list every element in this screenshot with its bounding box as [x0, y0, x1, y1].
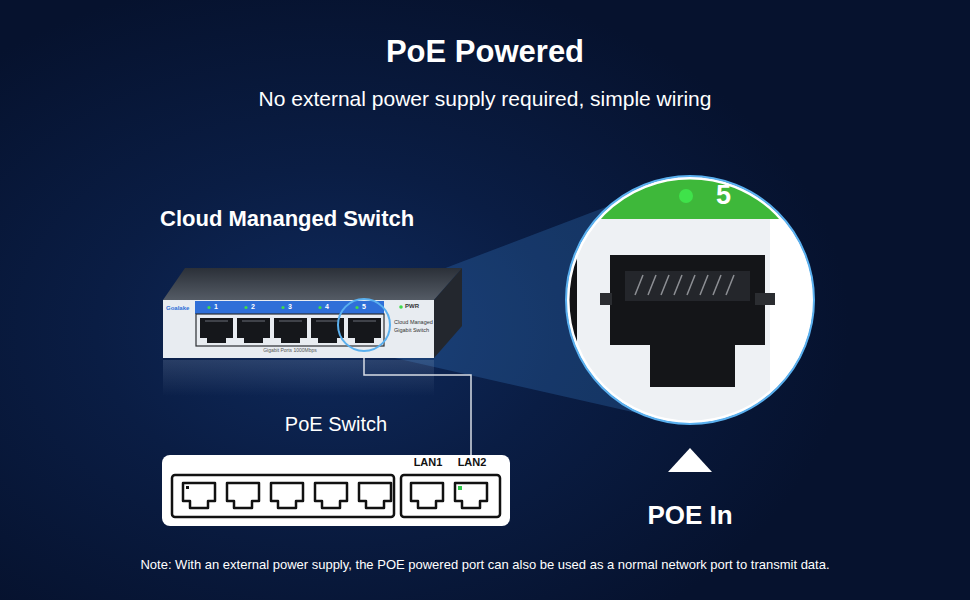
zoom-circle: 5 — [565, 175, 815, 425]
port-number: 3 — [288, 303, 292, 311]
model-label: Gigabit Switch — [394, 327, 429, 333]
port-group — [172, 475, 394, 517]
rj45-port — [315, 483, 347, 508]
rj45-port — [227, 483, 259, 508]
port-inner — [625, 271, 750, 301]
switch-side — [434, 268, 462, 358]
contact-pin — [700, 275, 708, 295]
rj45-port — [455, 483, 487, 508]
port-group — [401, 475, 500, 517]
port-pins — [205, 321, 376, 322]
rj45-port — [359, 483, 391, 508]
brand-label: Goalake — [166, 305, 189, 312]
connector-wire — [364, 358, 471, 455]
switch-label-strip — [195, 301, 384, 314]
switch-top — [163, 268, 462, 300]
rj45-port — [271, 483, 303, 508]
port-name: LAN1 — [414, 456, 443, 468]
model-label: Cloud Managed — [394, 319, 433, 325]
rj45-port — [183, 483, 215, 508]
status-leds — [207, 305, 402, 309]
zoom-ring — [568, 178, 812, 422]
contact-pin — [687, 275, 695, 295]
contact-pin — [661, 275, 669, 295]
switch-heading: PoE Switch — [285, 413, 387, 436]
zoom-content — [565, 175, 815, 425]
callout-label: POE In — [647, 501, 732, 530]
pointer-triangle — [668, 448, 712, 472]
switch-ports — [200, 318, 381, 343]
port-number: 4 — [325, 303, 329, 311]
port-led — [186, 486, 189, 489]
port-latch — [600, 293, 612, 305]
contact-pin — [713, 275, 721, 295]
note: Note: With an external power supply, the… — [140, 558, 829, 572]
port-number: 5 — [716, 182, 731, 209]
rj45-port-large — [610, 255, 765, 387]
port-frame — [196, 314, 384, 346]
switch-reflection — [163, 360, 434, 396]
zoom-drawing — [565, 175, 815, 425]
port-led — [458, 486, 462, 490]
port-spec-label: Gigabit Ports 1000Mbps — [263, 348, 317, 354]
contact-pin — [648, 275, 656, 295]
title: PoE Powered — [386, 34, 584, 70]
rj45-port — [411, 483, 443, 508]
power-label: PWR — [405, 303, 419, 310]
contact-pin — [726, 275, 734, 295]
subtitle: No external power supply required, simpl… — [259, 87, 712, 111]
zoom-led — [679, 189, 693, 203]
contact-pin — [635, 275, 643, 295]
contact-pin — [674, 275, 682, 295]
highlight-circle — [338, 299, 390, 351]
switch-front — [163, 300, 434, 358]
port-number: 2 — [251, 303, 255, 311]
port-number: 1 — [214, 303, 218, 311]
zoom-rim — [770, 219, 815, 425]
switch-outline — [162, 455, 510, 526]
switch-heading: Cloud Mananged Switch — [160, 206, 414, 231]
port-number: 5 — [362, 303, 366, 311]
zoom-ring — [566, 176, 814, 424]
port-name: LAN2 — [458, 456, 487, 468]
port-latch — [755, 293, 775, 305]
